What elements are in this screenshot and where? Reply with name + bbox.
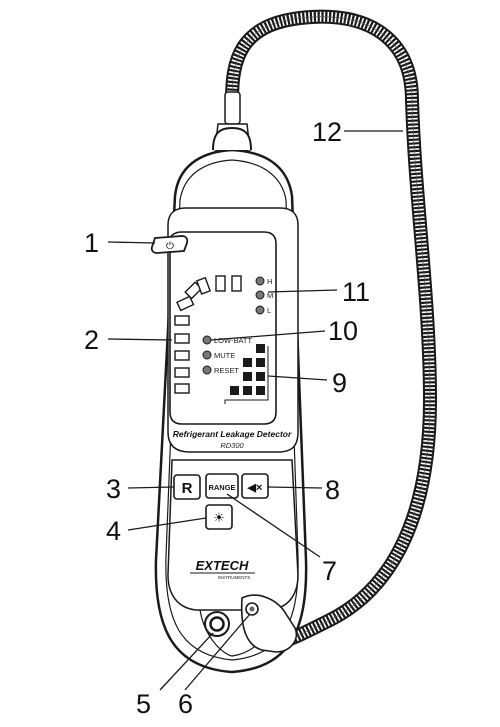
callout-lines (107, 130, 403, 691)
led-segment (174, 383, 190, 394)
r-button[interactable]: R (173, 474, 201, 500)
product-model: RD300 (220, 441, 244, 450)
callout-11: 11 (342, 277, 370, 307)
callout-5: 5 (136, 689, 151, 719)
battery-level-indicator (224, 344, 269, 404)
led-segment (174, 333, 190, 344)
power-button[interactable]: ⏻ (150, 235, 189, 254)
battery-square (256, 344, 265, 353)
battery-square (256, 358, 265, 367)
range-indicators: H M L (255, 276, 273, 315)
led-segment (215, 275, 226, 292)
brand-sub: INSTRUMENTS (218, 575, 251, 580)
display-window (169, 231, 277, 425)
battery-square (243, 386, 252, 395)
callout-7: 7 (322, 556, 337, 586)
reset-led-icon (202, 365, 212, 375)
battery-square (243, 358, 252, 367)
led-segment (176, 295, 195, 312)
range-button-label: RANGE (208, 483, 235, 492)
product-name: Refrigerant Leakage Detector (173, 429, 292, 439)
low-batt-led-icon (202, 335, 212, 345)
callout-9: 9 (332, 368, 347, 398)
speaker-mute-icon: ◀× (247, 482, 263, 494)
led-l-icon (255, 305, 265, 315)
callout-3: 3 (106, 474, 121, 504)
led-segment (174, 367, 190, 378)
callout-8: 8 (325, 475, 340, 505)
callout-12: 12 (312, 117, 342, 147)
label-reset: RESET (214, 366, 239, 375)
mute-led-icon (202, 350, 212, 360)
backlight-button[interactable]: ☀ (205, 504, 233, 530)
label-m: M (267, 291, 273, 300)
label-l: L (267, 306, 271, 315)
callout-6: 6 (178, 689, 193, 719)
label-h: H (267, 277, 272, 286)
led-segment (231, 275, 242, 292)
r-button-label: R (182, 480, 193, 497)
callout-4: 4 (106, 516, 121, 546)
led-segment (174, 315, 190, 326)
callout-1: 1 (84, 228, 99, 258)
led-segment (174, 350, 190, 361)
sensor-housing (204, 594, 297, 653)
callout-2: 2 (84, 325, 99, 355)
led-segment (195, 276, 211, 295)
status-indicators: LOW-BATT MUTE RESET (202, 335, 252, 375)
brand-logo: EXTECH (196, 558, 249, 573)
battery-square (230, 386, 239, 395)
backlight-icon: ☀ (213, 510, 225, 525)
callout-10: 10 (328, 316, 358, 346)
callout-numbers: 1 2 3 4 5 6 7 8 9 10 11 12 (84, 117, 370, 719)
probe-tip (224, 91, 241, 125)
range-button[interactable]: RANGE (205, 473, 239, 499)
led-bar-graph (174, 275, 242, 394)
label-low-batt: LOW-BATT (214, 336, 252, 345)
power-icon: ⏻ (166, 241, 174, 252)
battery-square (243, 372, 252, 381)
led-h-icon (255, 276, 265, 286)
battery-square (256, 372, 265, 381)
mute-button[interactable]: ◀× (241, 473, 269, 499)
label-mute: MUTE (214, 351, 235, 360)
led-m-icon (255, 290, 265, 300)
battery-square (256, 386, 265, 395)
